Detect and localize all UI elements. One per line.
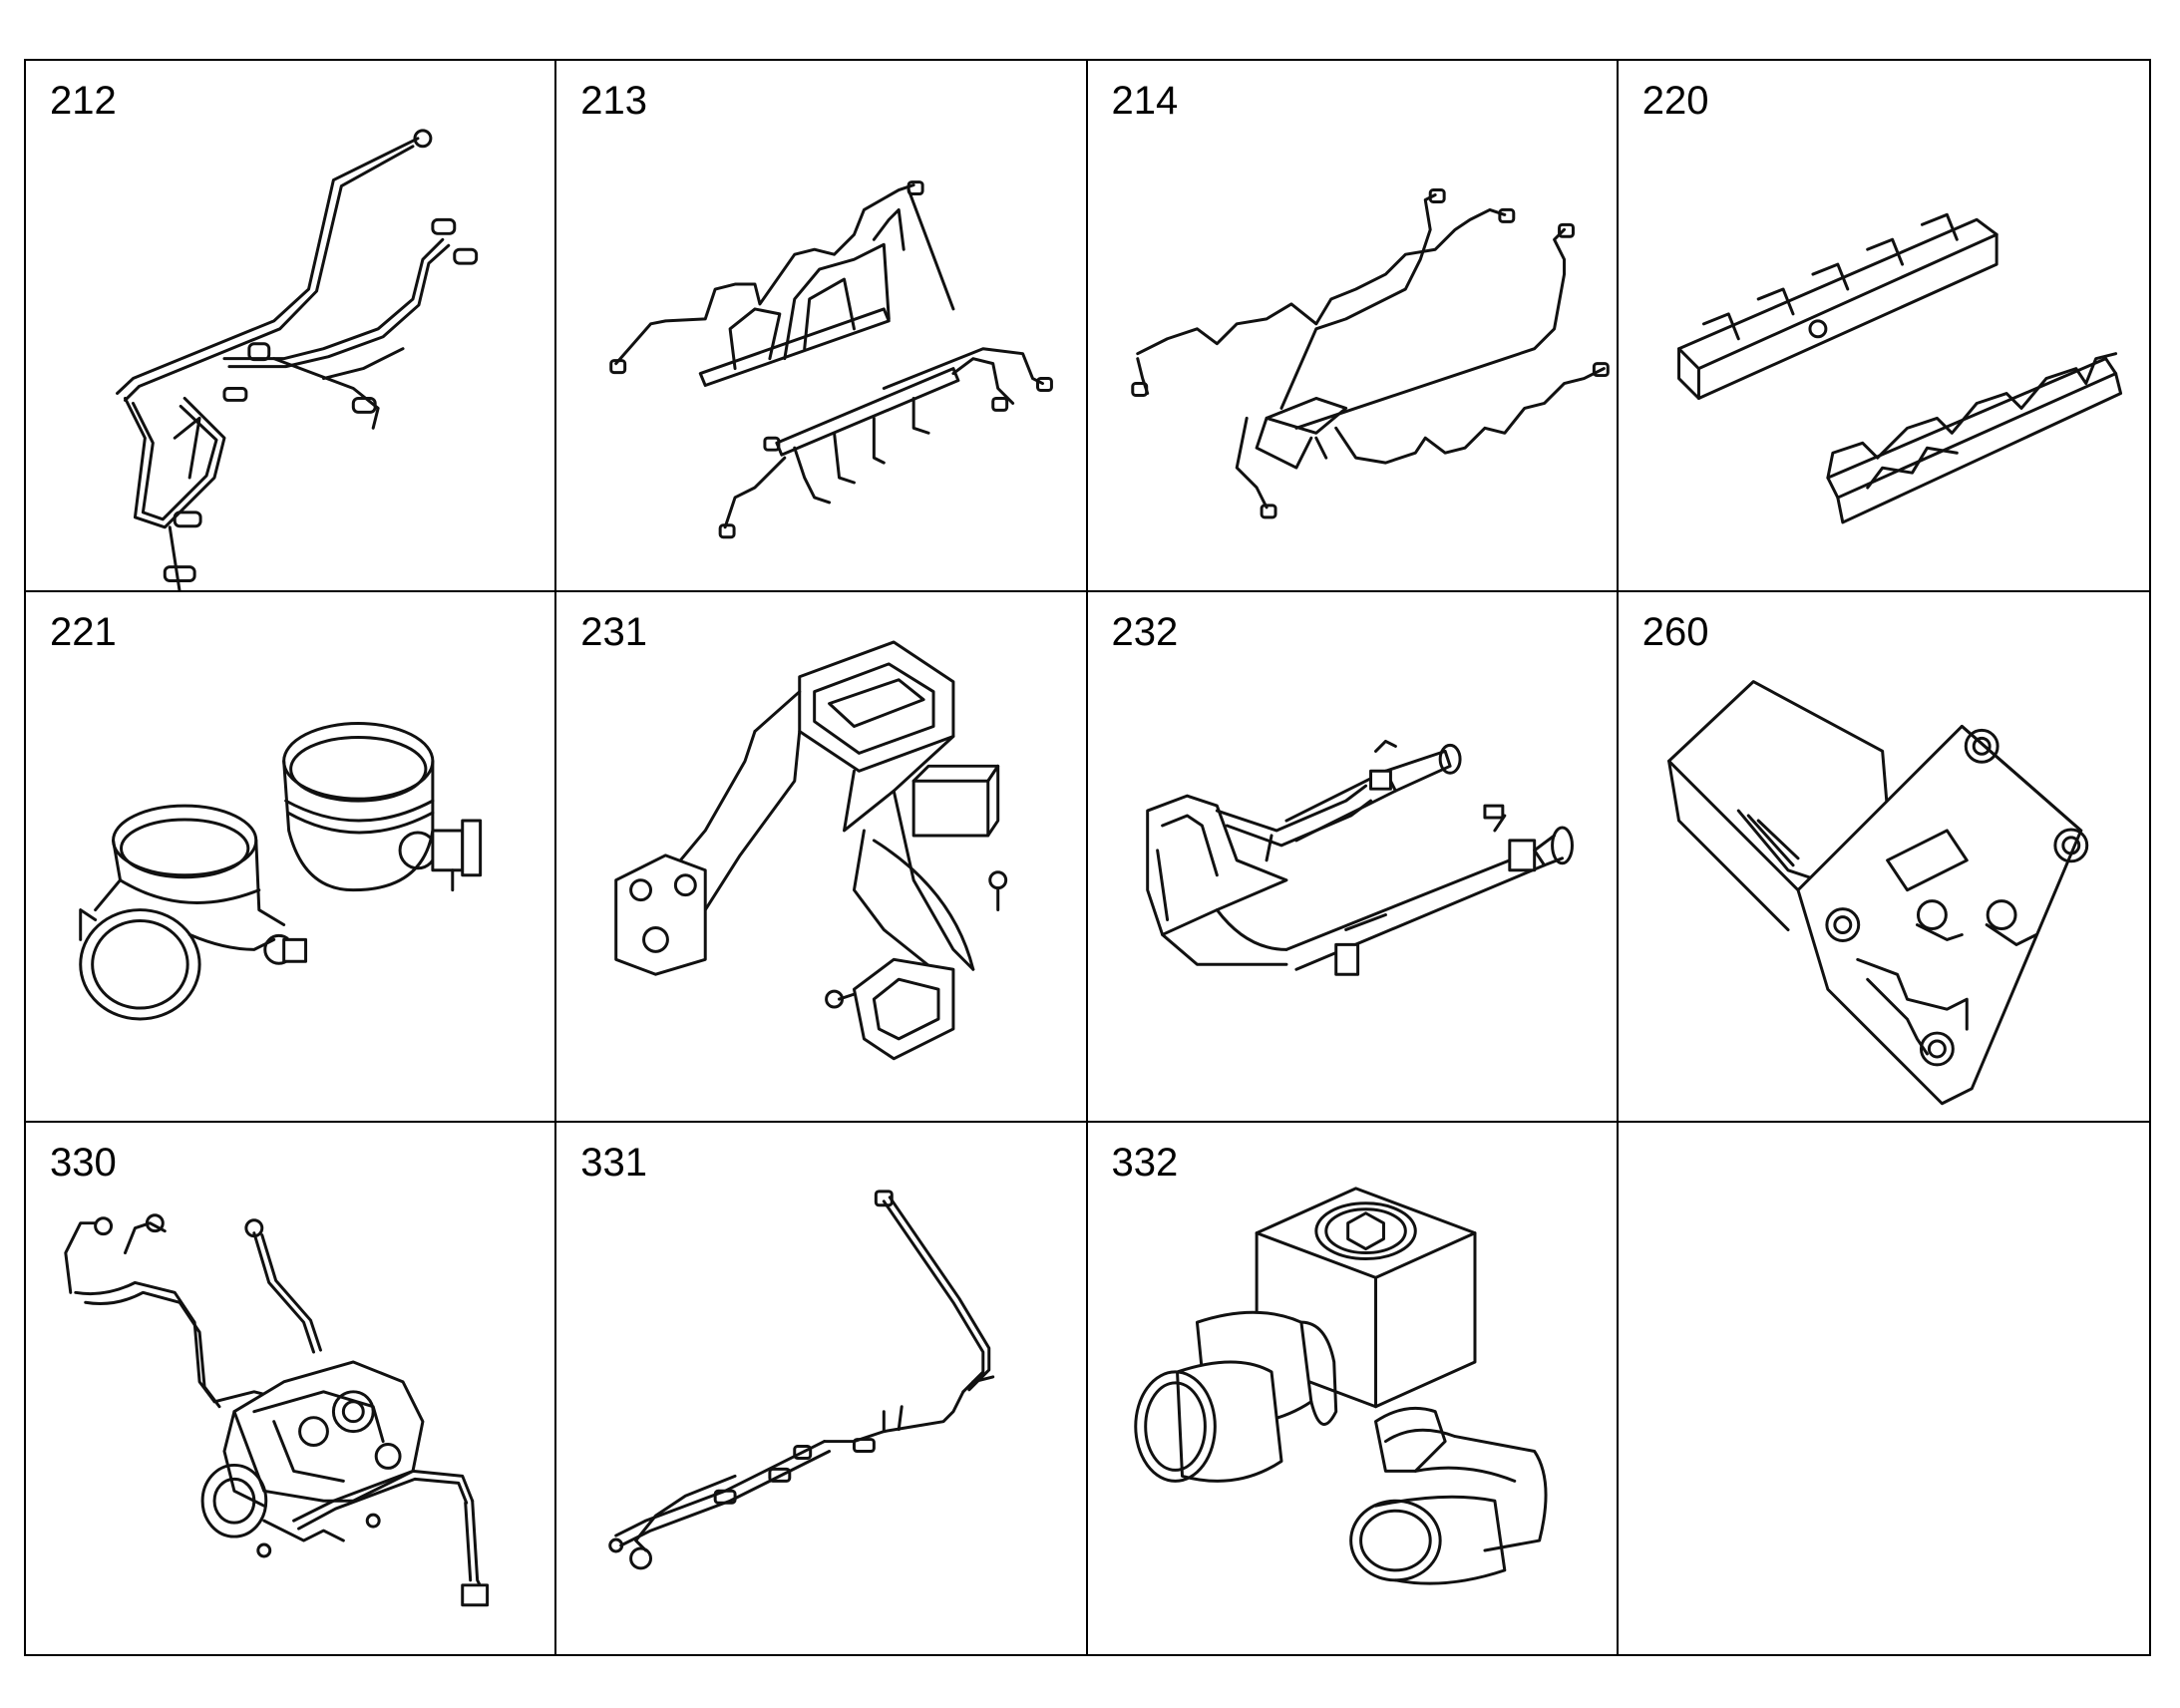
wiring-harness-icon [1130,188,1610,519]
coolant-pipe-assembly-icon [1145,739,1574,976]
fuel-pump-assembly-icon [64,1213,490,1607]
part-cell-213[interactable]: 213 [556,61,1088,592]
part-cell-220[interactable]: 220 [1618,61,2149,592]
parts-grid: 212 213 [24,59,2151,1656]
part-number: 332 [1111,1141,1179,1186]
empty-cell [1619,1123,2149,1654]
part-cell-332[interactable]: 332 [1088,1123,1619,1654]
mounting-plate-icon [1666,679,2088,1105]
part-number: 212 [50,79,117,123]
part-cell-331[interactable]: 331 [556,1123,1088,1654]
fuel-line-harness-icon [116,129,479,590]
part-cell-221[interactable]: 221 [26,591,557,1124]
part-number: 331 [580,1141,647,1186]
part-number: 232 [1111,609,1179,654]
part-cell-212[interactable]: 212 [26,61,557,592]
part-cell-214[interactable]: 214 [1087,61,1619,592]
part-cell-232[interactable]: 232 [1087,591,1619,1124]
intake-manifold-rails-icon [1676,212,2122,524]
part-cell-260[interactable]: 260 [1618,592,2149,1124]
tee-fitting-icon [1133,1187,1548,1585]
pipe-elbow-pair-icon [79,721,483,1021]
fuel-line-icon [608,1190,995,1570]
part-cell-330[interactable]: 330 [26,1123,557,1654]
part-number: 220 [1641,79,1709,123]
injector-line-harness-icon [609,180,1054,539]
part-number: 260 [1641,609,1709,654]
intake-elbow-assembly-icon [614,640,1008,1060]
part-number: 330 [50,1141,117,1186]
part-number: 221 [50,609,117,654]
part-number: 214 [1111,79,1179,123]
part-cell-231[interactable]: 231 [556,591,1088,1124]
part-number: 213 [580,79,647,123]
part-number: 231 [580,609,647,654]
